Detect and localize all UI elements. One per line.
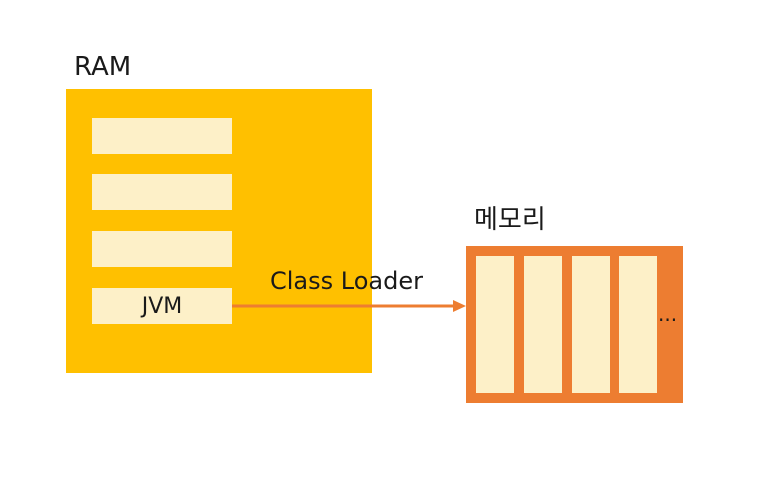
- ram-box: JVM: [66, 89, 372, 373]
- memory-cell: [524, 256, 562, 393]
- memory-cell: [476, 256, 514, 393]
- memory-box: ...: [466, 246, 683, 403]
- memory-label: 메모리: [474, 205, 546, 235]
- ram-slot: [92, 174, 232, 210]
- ram-slot: [92, 118, 232, 154]
- jvm-slot: JVM: [92, 288, 232, 324]
- memory-cell: [572, 256, 610, 393]
- memory-cell: [619, 256, 657, 393]
- class-loader-label: Class Loader: [270, 267, 423, 295]
- memory-ellipsis: ...: [658, 302, 678, 326]
- arrow-head: [453, 300, 466, 312]
- ram-slot: [92, 231, 232, 267]
- ram-label: RAM: [74, 52, 132, 82]
